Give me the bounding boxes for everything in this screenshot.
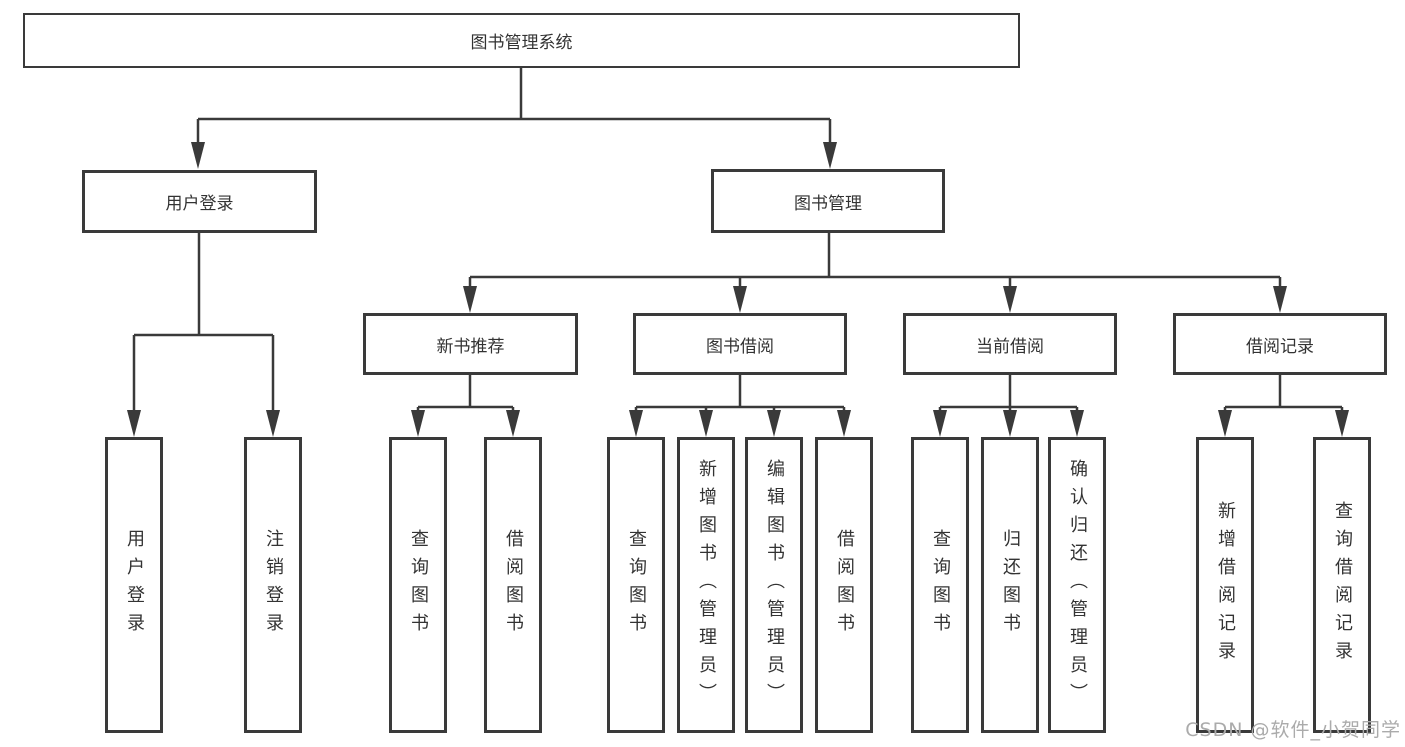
leaf-label: 查询借阅记录: [1332, 501, 1353, 669]
leaf-return-books: 归还图书: [981, 437, 1039, 733]
leaf-label: 归还图书: [1000, 529, 1021, 641]
node-user-login: 用户登录: [82, 170, 317, 233]
leaf-label: 查询图书: [930, 529, 951, 641]
arrow-down-icon: [699, 410, 713, 437]
arrow-down-icon: [127, 410, 141, 437]
leaf-label: 注销登录: [263, 529, 284, 641]
leaf-user-login: 用户登录: [105, 437, 163, 733]
leaf-label: 查询图书: [408, 529, 429, 641]
leaf-label: 查询图书: [626, 529, 647, 641]
node-root-label: 图书管理系统: [470, 33, 573, 53]
leaf-query-books-current: 查询图书: [911, 437, 969, 733]
arrow-down-icon: [1070, 410, 1084, 437]
arrow-down-icon: [767, 410, 781, 437]
leaf-query-books-recommend: 查询图书: [389, 437, 447, 733]
node-book-management: 图书管理: [711, 169, 945, 233]
connector-user-login-branch: [127, 233, 280, 437]
watermark: CSDN @软件_小贺同学: [1185, 719, 1401, 741]
leaf-label: 借阅图书: [834, 529, 855, 641]
leaf-label: 用户登录: [124, 529, 145, 641]
arrow-down-icon: [1003, 410, 1017, 437]
arrow-down-icon: [823, 142, 837, 169]
connector-root-branch: [191, 68, 837, 169]
node-borrowing-records: 借阅记录: [1173, 313, 1387, 375]
arrow-down-icon: [191, 142, 205, 169]
connector-current-borrowing-branch: [933, 375, 1084, 437]
leaf-label: 确认归还（管理员）: [1067, 459, 1088, 711]
node-root: 图书管理系统: [23, 13, 1020, 68]
node-book-borrowing: 图书借阅: [633, 313, 847, 375]
node-label: 用户登录: [165, 194, 234, 214]
node-label: 新书推荐: [436, 336, 505, 357]
leaf-add-book-admin: 新增图书（管理员）: [677, 437, 735, 733]
leaf-add-borrow-record: 新增借阅记录: [1196, 437, 1254, 733]
leaf-confirm-return-admin: 确认归还（管理员）: [1048, 437, 1106, 733]
node-current-borrowing: 当前借阅: [903, 313, 1117, 375]
leaf-label: 借阅图书: [503, 529, 524, 641]
leaf-borrow-books-recommend: 借阅图书: [484, 437, 542, 733]
arrow-down-icon: [1335, 410, 1349, 437]
arrow-down-icon: [506, 410, 520, 437]
node-label: 借阅记录: [1246, 336, 1314, 357]
leaf-label: 新增图书（管理员）: [696, 459, 717, 711]
node-label: 图书管理: [794, 193, 862, 214]
leaf-borrow-books-borrowing: 借阅图书: [815, 437, 873, 733]
leaf-edit-book-admin: 编辑图书（管理员）: [745, 437, 803, 733]
connector-book-borrowing-branch: [629, 375, 851, 437]
arrow-down-icon: [463, 286, 477, 313]
node-label: 当前借阅: [976, 336, 1044, 357]
arrow-down-icon: [266, 410, 280, 437]
arrow-down-icon: [1273, 286, 1287, 313]
node-new-book-recommend: 新书推荐: [363, 313, 578, 375]
leaf-query-books-borrowing: 查询图书: [607, 437, 665, 733]
connector-new-book-branch: [411, 375, 520, 437]
arrow-down-icon: [837, 410, 851, 437]
connector-borrowing-records-branch: [1218, 375, 1349, 437]
connector-book-management-branch: [463, 233, 1287, 313]
arrow-down-icon: [1003, 286, 1017, 313]
leaf-label: 编辑图书（管理员）: [764, 459, 785, 711]
arrow-down-icon: [411, 410, 425, 437]
leaf-label: 新增借阅记录: [1215, 501, 1236, 669]
leaf-query-borrow-record: 查询借阅记录: [1313, 437, 1371, 733]
node-label: 图书借阅: [706, 336, 774, 357]
leaf-logout: 注销登录: [244, 437, 302, 733]
arrow-down-icon: [629, 410, 643, 437]
arrow-down-icon: [733, 286, 747, 313]
arrow-down-icon: [933, 410, 947, 437]
arrow-down-icon: [1218, 410, 1232, 437]
